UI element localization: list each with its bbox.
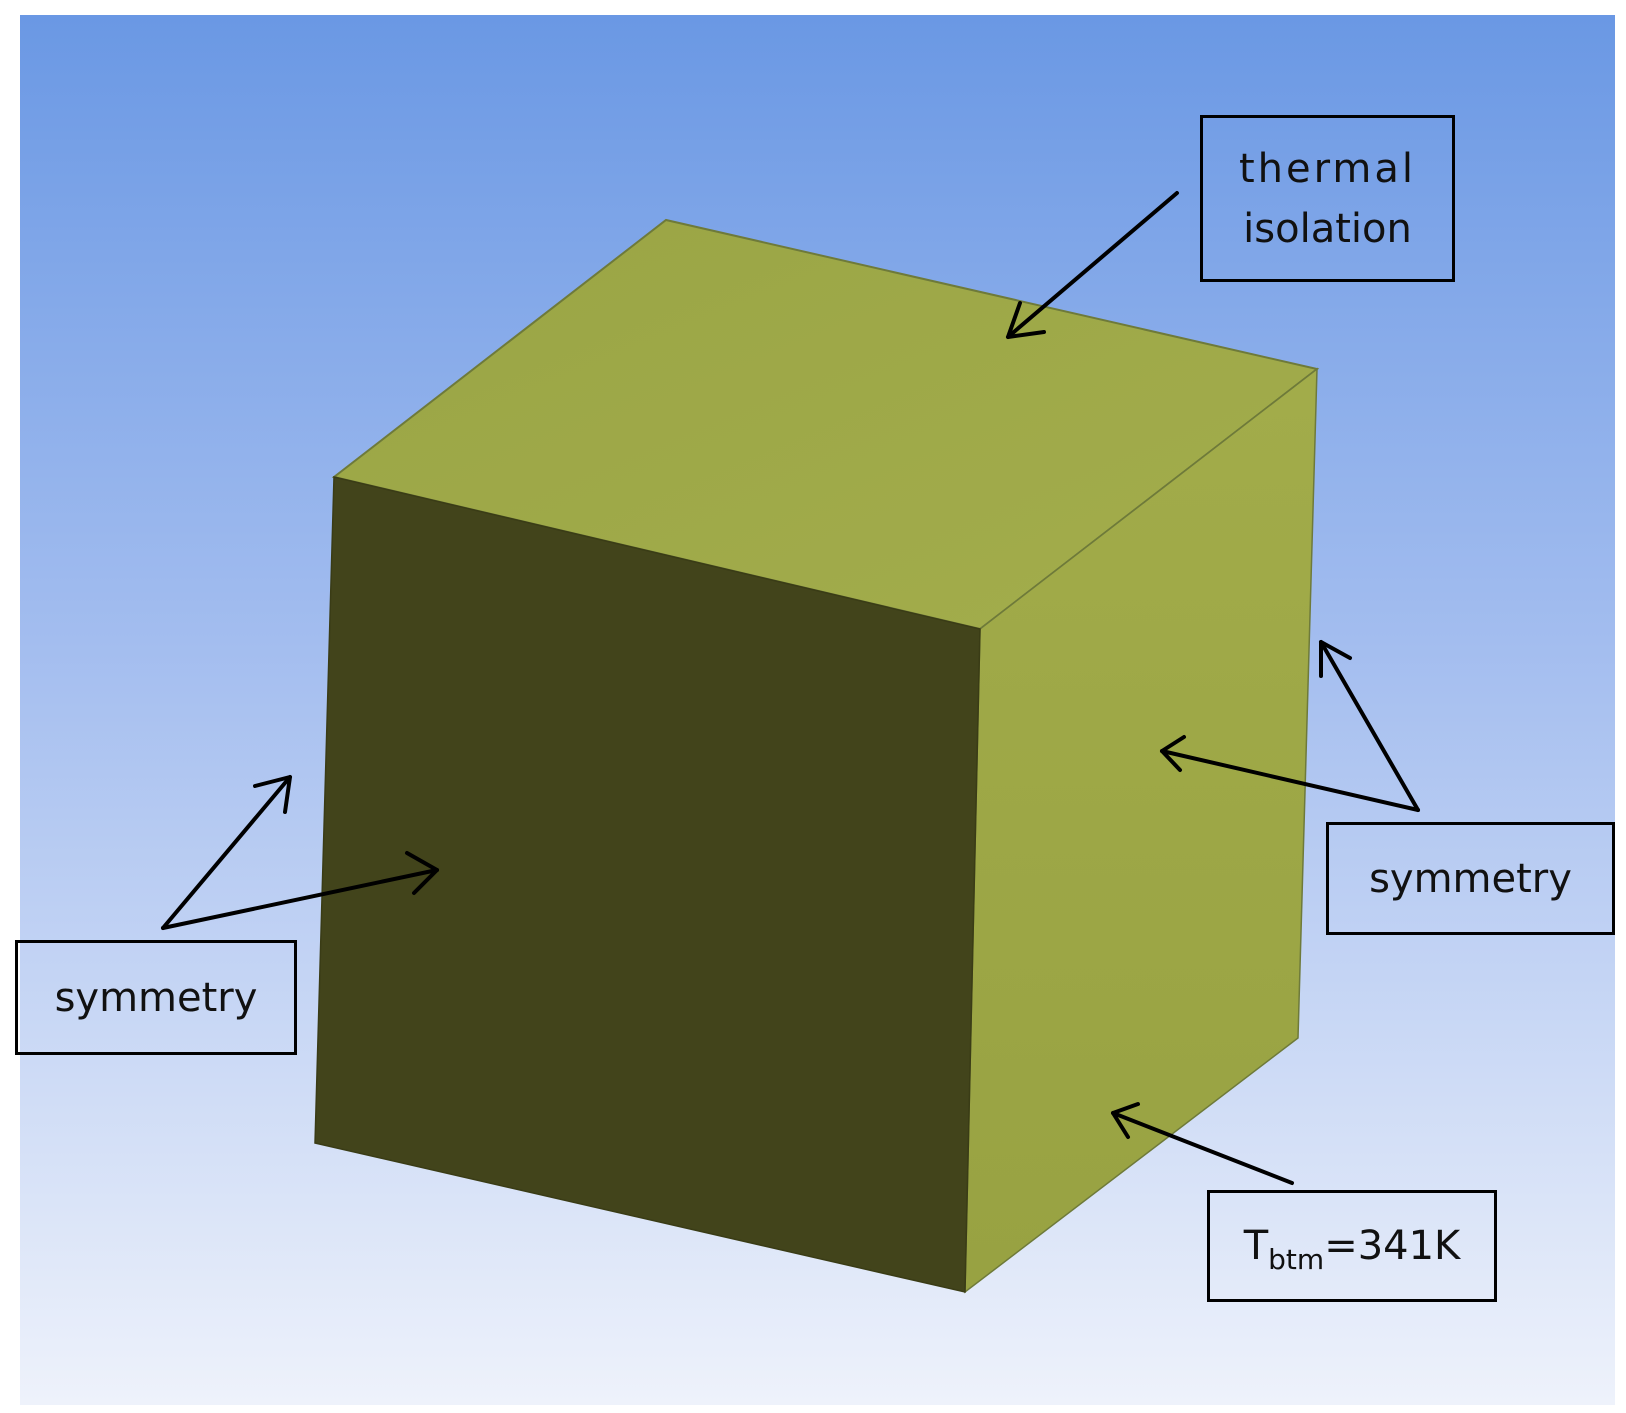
arrow-left-symmetry-edge: [161, 775, 292, 930]
arrowhead-left-symmetry-edge: [253, 775, 292, 814]
arrowhead-bottom-temperature: [1111, 1102, 1140, 1139]
arrow-bottom-temperature: [1111, 1111, 1294, 1185]
bottom-temperature-label-box: Tbtm=341K: [1207, 1190, 1497, 1302]
bottom-temperature-label: Tbtm=341K: [1244, 1216, 1461, 1276]
arrow-thermal-isolation: [1006, 191, 1179, 339]
cube-model: [314, 218, 1320, 1294]
thermal-label-line-2: isolation: [1243, 205, 1412, 252]
right-symmetry-label-box: symmetry: [1326, 822, 1615, 935]
arrow-left-symmetry-face: [161, 868, 439, 930]
right-symmetry-label: symmetry: [1369, 855, 1572, 902]
temperature-symbol: T: [1243, 1223, 1269, 1269]
arrowhead-right-symmetry-face: [1160, 735, 1186, 772]
temperature-value: =341K: [1324, 1223, 1461, 1269]
left-symmetry-label: symmetry: [54, 974, 258, 1021]
thermal-label-line-1: thermal: [1239, 145, 1416, 192]
left-symmetry-label-box: symmetry: [15, 940, 297, 1055]
arrowhead-thermal-isolation: [1006, 301, 1046, 339]
arrow-right-symmetry-edge: [1319, 640, 1420, 812]
arrow-right-symmetry-face: [1160, 749, 1420, 812]
temperature-subscript: btm: [1268, 1243, 1325, 1276]
arrowhead-left-symmetry-face: [405, 851, 439, 895]
thermal-isolation-label-box: thermal isolation: [1200, 115, 1455, 282]
arrowhead-right-symmetry-edge: [1319, 640, 1352, 678]
cube-front-face: [314, 476, 981, 1293]
annotation-arrows: [161, 191, 1420, 1185]
